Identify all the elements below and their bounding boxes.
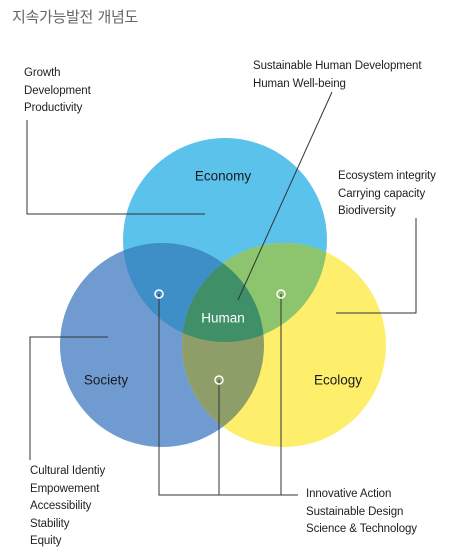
marker-ring-economy-ecology [276,289,286,299]
intersections-annotation: Innovative Action Sustainable Design Sci… [306,486,417,539]
marker-ring-economy-society [154,289,164,299]
annotation-line: Science & Technology [306,523,417,535]
page-title: 지속가능발전 개념도 [12,8,138,26]
human-connector [237,91,333,301]
ecology-label: Ecology [313,372,363,388]
annotation-line: Equity [30,535,62,547]
marker-ring-society-ecology [214,375,224,385]
society-annotation: Cultural Identiy Empowement Accessibilit… [30,463,105,551]
society-label: Society [83,372,129,388]
economy-annotation: Growth Development Productivity [24,65,91,118]
annotation-line: Productivity [24,102,83,114]
annotation-line: Accessibility [30,500,92,512]
annotation-line: Carrying capacity [338,187,426,200]
annotation-line: Sustainable Design [306,505,404,518]
annotation-line: Ecosystem integrity [338,170,436,182]
ecology-annotation: Ecosystem integrity Carrying capacity Bi… [338,168,436,221]
ecology-connector [336,218,417,314]
annotation-line: Empowement [30,482,100,495]
economy-label: Economy [194,168,252,184]
intersection-connector [158,294,298,496]
annotation-line: Growth [24,67,61,79]
human-annotation: Sustainable Human Development Human Well… [253,58,422,93]
annotation-line: Stability [30,517,70,530]
society-connector [29,336,108,460]
annotation-line: Development [24,84,91,97]
annotation-line: Human Well-being [253,77,346,90]
annotation-line: Cultural Identiy [30,465,106,477]
economy-connector [26,120,205,215]
annotation-line: Sustainable Human Development [253,60,422,72]
annotation-line: Innovative Action [306,488,392,500]
annotation-line: Biodiversity [338,205,396,217]
human-center-region [182,243,264,342]
human-label: Human [201,310,245,326]
